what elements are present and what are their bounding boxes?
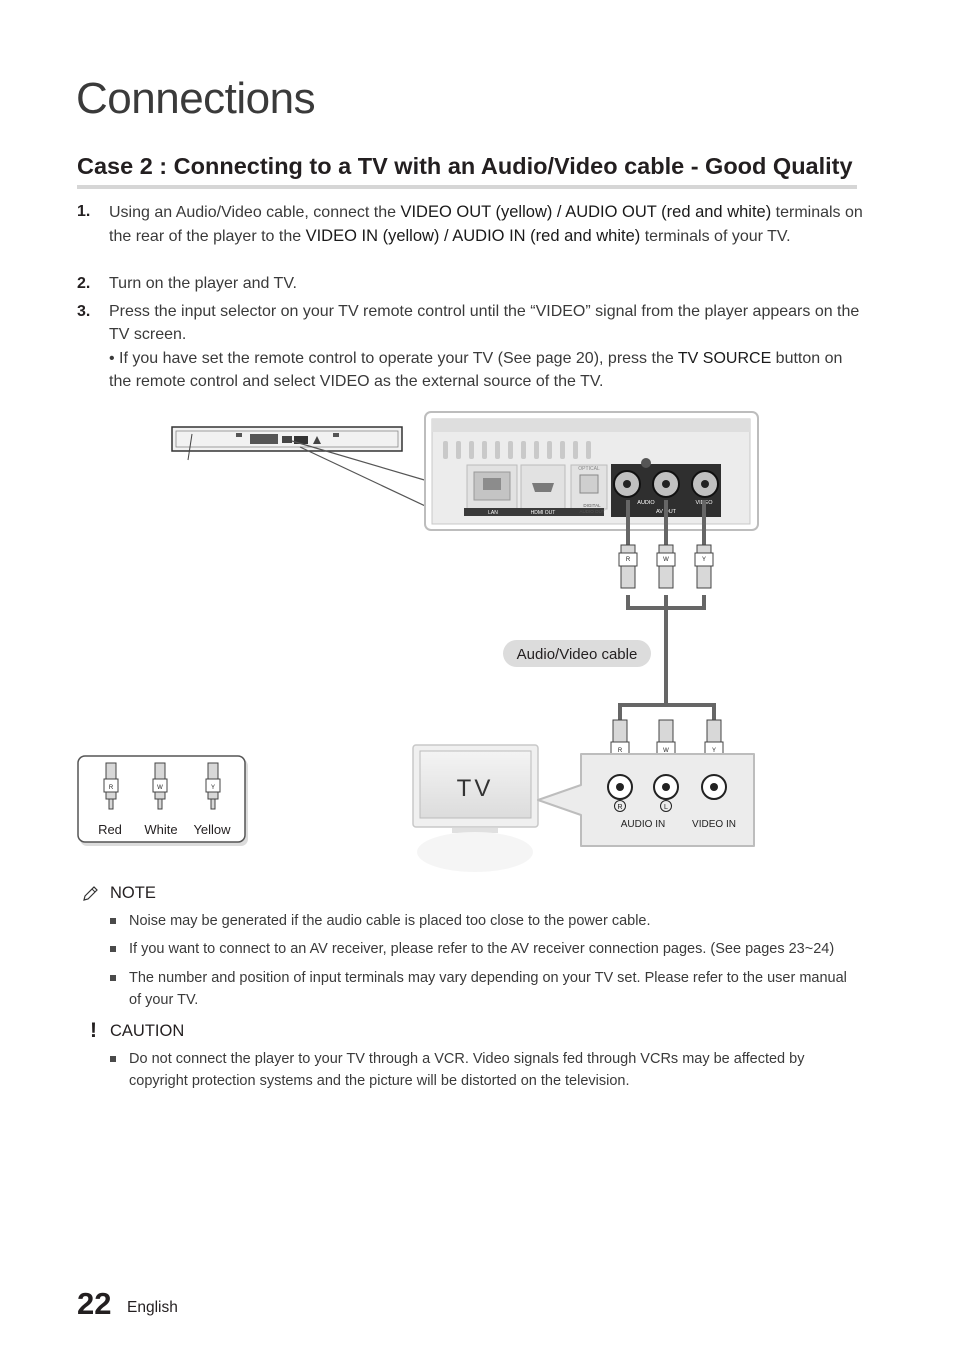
caution-item: Do not connect the player to your TV thr… bbox=[110, 1049, 860, 1092]
step-2: 2. Turn on the player and TV. bbox=[77, 273, 867, 296]
cable-label: Audio/Video cable bbox=[517, 646, 638, 663]
plug-letter-yellow: Y bbox=[712, 748, 716, 754]
step-number: 1. bbox=[77, 203, 91, 220]
legend-label-white: White bbox=[144, 822, 177, 837]
player-side-plugs: R W Y bbox=[618, 544, 714, 589]
cable-label-pill bbox=[503, 640, 651, 667]
step-text: Using an Audio/Video cable, connect the … bbox=[109, 203, 863, 245]
step-3-bullet: • If you have set the remote control to … bbox=[109, 350, 843, 390]
tv-label: TV bbox=[457, 775, 494, 802]
zoom-line bbox=[291, 440, 439, 485]
note-item: Noise may be generated if the audio cabl… bbox=[110, 911, 860, 933]
page-language: English bbox=[127, 1299, 178, 1316]
step-1: 1. Using an Audio/Video cable, connect t… bbox=[77, 201, 867, 248]
section-title: Connections bbox=[76, 74, 316, 123]
legend-plug-letter: W bbox=[157, 785, 163, 791]
step-number: 3. bbox=[77, 303, 91, 320]
pencil-icon bbox=[83, 886, 98, 901]
port-digital-label: DIGITAL bbox=[583, 503, 601, 508]
plug-letter-yellow: Y bbox=[702, 557, 706, 563]
av-cable bbox=[618, 500, 716, 720]
legend-label-yellow: Yellow bbox=[193, 822, 231, 837]
tv-input-panel: R L AUDIO IN VIDEO IN bbox=[537, 753, 755, 847]
color-legend: R W Y Red White Yellow bbox=[77, 755, 248, 846]
plug-letter-red: R bbox=[626, 557, 631, 563]
port-optical-label: OPTICAL bbox=[578, 466, 600, 472]
legend-plug-letter: Y bbox=[211, 785, 215, 791]
step-3: 3. Press the input selector on your TV r… bbox=[77, 301, 867, 346]
port-audio-label: AUDIO bbox=[637, 500, 655, 506]
legend-plug-letter: R bbox=[109, 785, 114, 791]
exclamation-icon: ! bbox=[90, 1019, 97, 1042]
step-text: Press the input selector on your TV remo… bbox=[109, 303, 860, 343]
plug-letter-white: W bbox=[663, 748, 669, 754]
step-text: Turn on the player and TV. bbox=[109, 275, 297, 292]
caution-heading: CAUTION bbox=[110, 1022, 185, 1040]
tv-video-in-label: VIDEO IN bbox=[692, 819, 736, 830]
heading-rule bbox=[77, 185, 857, 189]
case-heading: Case 2 : Connecting to a TV with an Audi… bbox=[77, 153, 853, 179]
zoom-line bbox=[299, 446, 439, 513]
legend-label-red: Red bbox=[98, 822, 122, 837]
plug-letter-red: R bbox=[618, 748, 623, 754]
tv-r-mark: R bbox=[617, 804, 622, 811]
port-hdmi-label: HDMI OUT bbox=[531, 510, 556, 516]
note-heading: NOTE bbox=[110, 884, 156, 902]
tv-l-mark: L bbox=[664, 804, 668, 811]
connection-diagram: LAN HDMI OUT OPTICAL DIGITAL AUDIO OUT A… bbox=[77, 411, 759, 872]
note-item: If you want to connect to an AV receiver… bbox=[110, 939, 860, 961]
tv-illustration: TV bbox=[412, 744, 539, 872]
port-lan-label: LAN bbox=[488, 510, 498, 516]
page-number: 22 bbox=[77, 1286, 112, 1321]
tv-audio-in-label: AUDIO IN bbox=[621, 819, 665, 830]
step-number: 2. bbox=[77, 275, 91, 292]
blu-ray-player bbox=[171, 426, 403, 461]
note-item: The number and position of input termina… bbox=[110, 968, 860, 1011]
player-rear-panel: LAN HDMI OUT OPTICAL DIGITAL AUDIO OUT A… bbox=[424, 411, 759, 531]
plug-letter-white: W bbox=[663, 557, 669, 563]
port-digital-label: AUDIO OUT bbox=[579, 509, 604, 514]
